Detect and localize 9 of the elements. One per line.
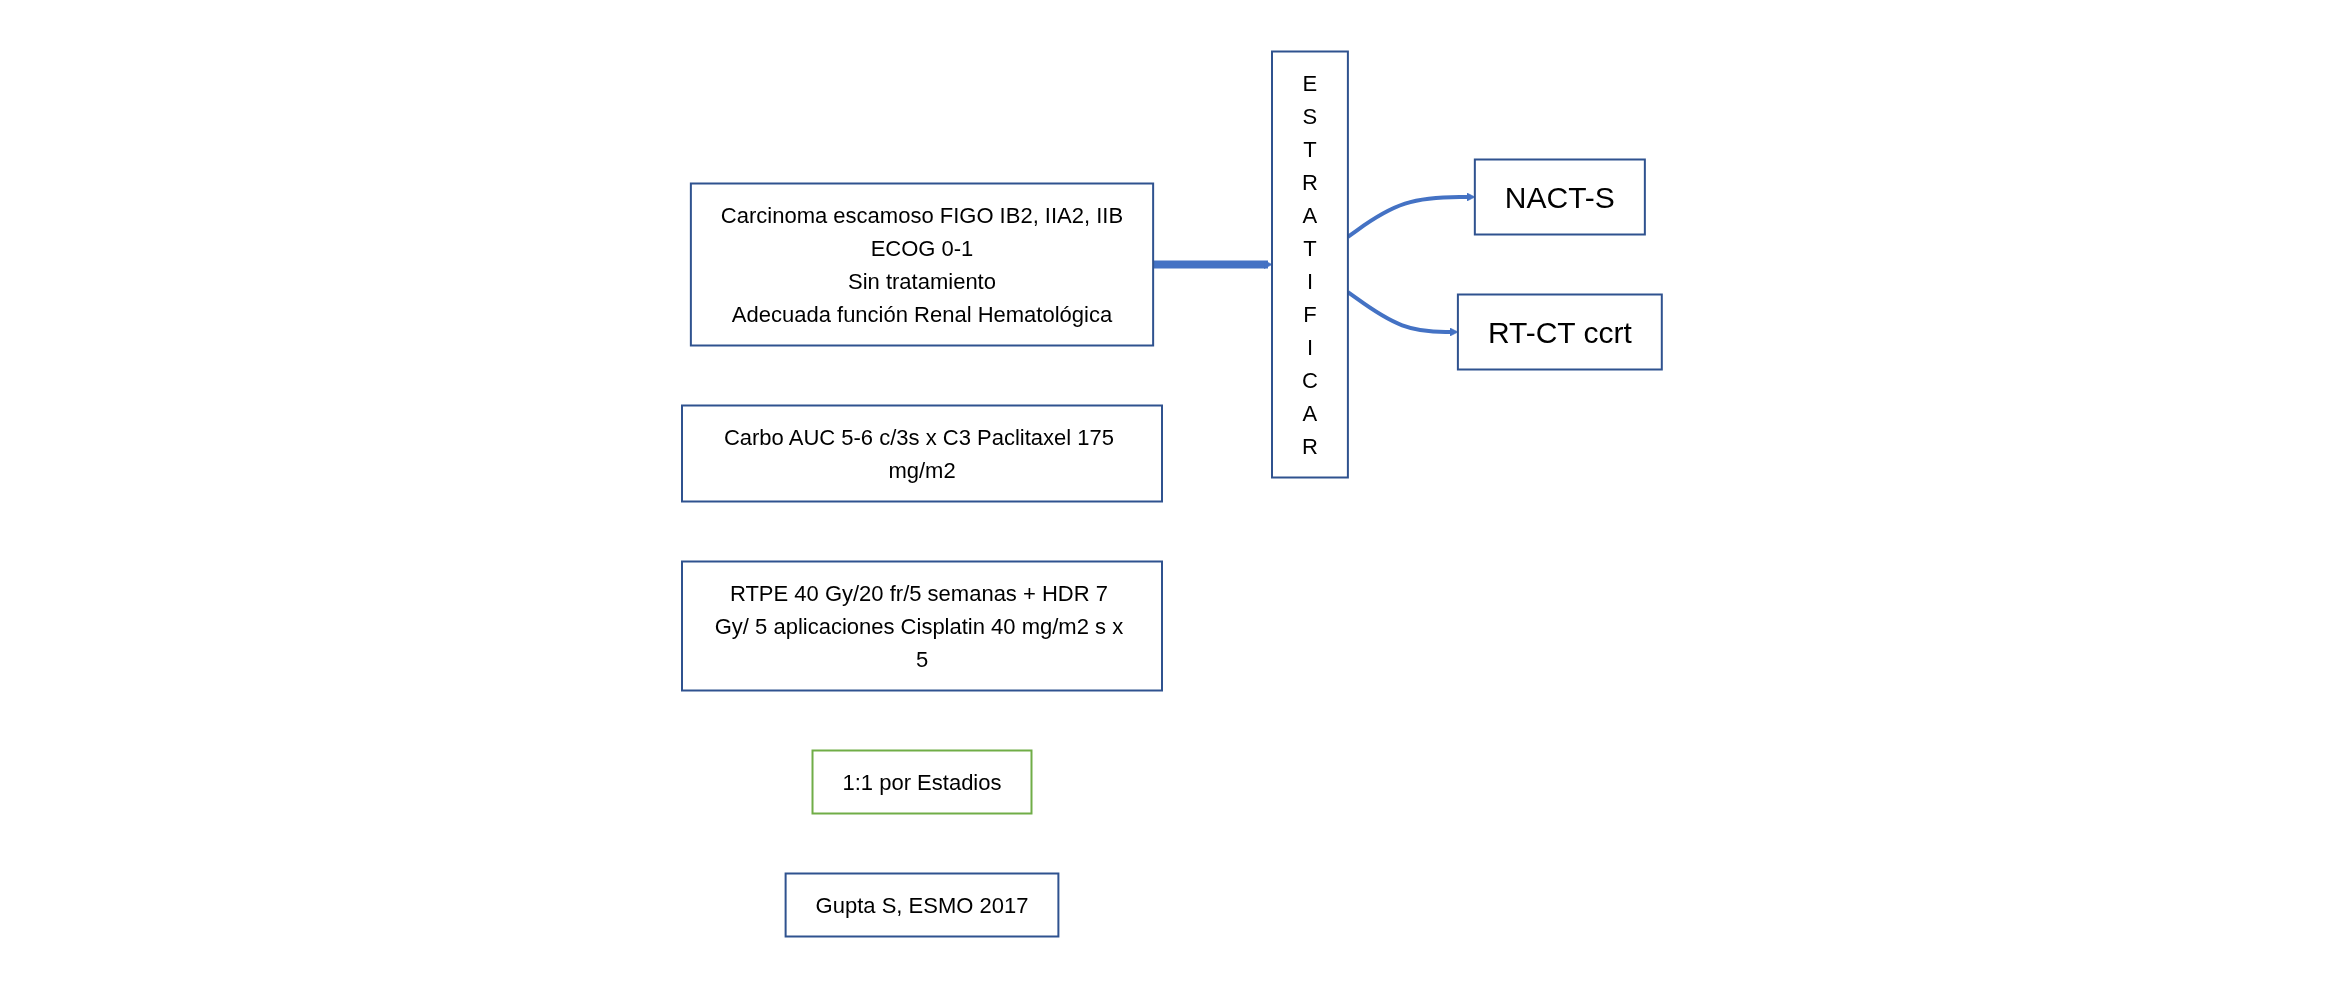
node-box: Carcinoma escamoso FIGO IB2, IIA2, IIB ECOG 0-1 Sin tratamiento Adecuada función Renal Hematológica — [689, 182, 1155, 346]
node-box: RTPE 40 Gy/20 fr/5 semanas + HDR 7 Gy/ 5 aplicaciones Cisplatin 40 mg/m2 s x 5 — [681, 560, 1164, 691]
node-box: Gupta S, ESMO 2017 — [784, 872, 1060, 937]
node-box: 1:1 por Estadios — [811, 749, 1033, 814]
node-box: RT-CT ccrt — [1457, 293, 1663, 370]
arrow — [1153, 259, 1273, 269]
node-box: ESTRATIFICAR — [1271, 50, 1349, 478]
node-box: NACT-S — [1473, 158, 1646, 235]
node-box: Carbo AUC 5-6 c/3s x C3 Paclitaxel 175 mg/m2 — [681, 404, 1164, 502]
